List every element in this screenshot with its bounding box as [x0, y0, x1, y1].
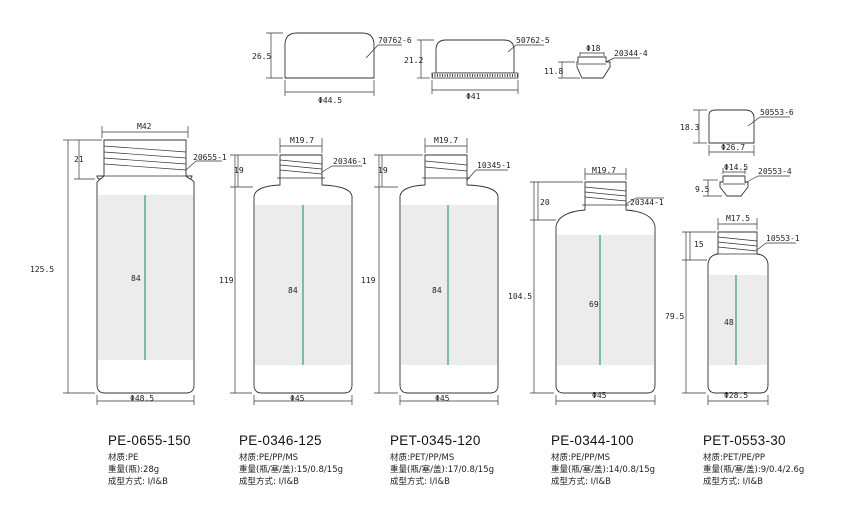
- material: 材质:PE: [108, 452, 138, 463]
- neck-thread: [716, 236, 759, 255]
- neck-size: M19.7: [434, 136, 458, 145]
- process: 成型方式: I/I&B: [703, 476, 763, 487]
- cap-20553-4: Φ14.5 9.5 20553-4: [695, 163, 792, 197]
- total-height: 125.5: [30, 265, 54, 274]
- bottle-pe-0655-150: 84 M42 21 125.5 Φ48.5 20655-1: [30, 122, 227, 405]
- neck-size: M42: [137, 122, 152, 131]
- bottle-pet-0345-120: 84 M19.7 19 119 Φ45 10345-1: [361, 136, 511, 405]
- neck-thread: [422, 160, 470, 179]
- model-name: PET-0345-120: [390, 433, 481, 448]
- model-name: PE-0344-100: [551, 433, 634, 448]
- cap-70762-6: 26.5 Φ44.5 70762-6: [252, 32, 412, 105]
- bottle-pe-0346-125: 84 M19.7 19 119 Φ45 20346-1: [219, 136, 367, 405]
- neck-code: 10345-1: [477, 161, 511, 170]
- neck-thread: [582, 186, 629, 206]
- cap-4-diameter: Φ26.7: [721, 143, 745, 152]
- neck-thread: [277, 159, 325, 179]
- label-height: 84: [131, 274, 141, 283]
- cap-5-height: 9.5: [695, 185, 710, 194]
- process: 成型方式: I/I&B: [551, 476, 611, 487]
- label-height: 69: [589, 300, 599, 309]
- neck-code: 10553-1: [766, 234, 800, 243]
- neck-code: 20346-1: [333, 157, 367, 166]
- cap-50762-5: 21.2 Φ41 50762-5: [404, 36, 550, 101]
- neck-size: M19.7: [290, 136, 314, 145]
- weight: 重量(瓶/塞/盖):15/0.8/15g: [239, 464, 343, 475]
- diameter: Φ45: [435, 394, 450, 403]
- material: 材质:PET/PE/PP: [703, 452, 765, 463]
- material: 材质:PE/PP/MS: [239, 452, 298, 463]
- material: 材质:PE/PP/MS: [551, 452, 610, 463]
- weight: 重量(瓶/塞/盖):9/0.4/2.6g: [703, 464, 804, 475]
- cap-3-diameter: Φ18: [586, 44, 601, 53]
- cap-50553-6: 18.3 Φ26.7 50553-6: [680, 108, 794, 156]
- spec-block-1: PE-0655-150 材质:PE 重量(瓶):28g 成型方式: I/I&B: [108, 433, 191, 487]
- diameter: Φ45: [290, 394, 305, 403]
- process: 成型方式: I/I&B: [239, 476, 299, 487]
- process: 成型方式: I/I&B: [108, 476, 168, 487]
- diameter: Φ48.5: [130, 394, 154, 403]
- neck-height: 20: [540, 198, 550, 207]
- cap-1-diameter: Φ44.5: [318, 96, 342, 105]
- neck-thread: [103, 145, 187, 177]
- cap-2-diameter: Φ41: [466, 92, 481, 101]
- weight: 重量(瓶/塞/盖):17/0.8/15g: [390, 464, 494, 475]
- spec-block-5: PET-0553-30 材质:PET/PE/PP 重量(瓶/塞/盖):9/0.4…: [703, 433, 804, 487]
- bottle-pet-0553-30: 48 M17.5 15 79.5 Φ28.5 10553-1: [665, 214, 800, 405]
- model-name: PE-0346-125: [239, 433, 322, 448]
- cap-20344-4: Φ18 11.8 20344-4: [544, 44, 648, 79]
- weight: 重量(瓶/塞/盖):14/0.8/15g: [551, 464, 655, 475]
- spec-block-4: PE-0344-100 材质:PE/PP/MS 重量(瓶/塞/盖):14/0.8…: [551, 433, 655, 487]
- total-height: 79.5: [665, 312, 684, 321]
- bottle-pe-0344-100: 69 M19.7 20 104.5 Φ45 20344-1: [508, 166, 664, 405]
- cap-5-diameter: Φ14.5: [724, 163, 748, 172]
- model-name: PE-0655-150: [108, 433, 191, 448]
- neck-height: 19: [378, 166, 388, 175]
- spec-block-3: PET-0345-120 材质:PET/PP/MS 重量(瓶/塞/盖):17/0…: [390, 433, 494, 487]
- diameter: Φ45: [592, 391, 607, 400]
- cap-2-height: 21.2: [404, 56, 423, 65]
- cap-4-code: 50553-6: [760, 108, 794, 117]
- neck-code: 20344-1: [630, 198, 664, 207]
- total-height: 119: [361, 276, 376, 285]
- model-name: PET-0553-30: [703, 433, 786, 448]
- label-height: 48: [724, 318, 734, 327]
- neck-size: M17.5: [726, 214, 750, 223]
- neck-size: M19.7: [592, 166, 616, 175]
- process: 成型方式: I/I&B: [390, 476, 450, 487]
- diameter: Φ28.5: [724, 391, 748, 400]
- weight: 重量(瓶):28g: [108, 464, 159, 475]
- total-height: 119: [219, 276, 234, 285]
- total-height: 104.5: [508, 292, 532, 301]
- neck-height: 19: [234, 166, 244, 175]
- cap-2-code: 50762-5: [516, 36, 550, 45]
- spec-block-2: PE-0346-125 材质:PE/PP/MS 重量(瓶/塞/盖):15/0.8…: [239, 433, 343, 487]
- cap-5-code: 20553-4: [758, 167, 792, 176]
- neck-height: 15: [694, 240, 704, 249]
- material: 材质:PET/PP/MS: [390, 452, 454, 463]
- label-height: 84: [432, 286, 442, 295]
- cap-4-height: 18.3: [680, 123, 699, 132]
- label-height: 84: [288, 286, 298, 295]
- cap-1-height: 26.5: [252, 52, 271, 61]
- cap-3-code: 20344-4: [614, 49, 648, 58]
- cap-1-code: 70762-6: [378, 36, 412, 45]
- cap-3-height: 11.8: [544, 67, 563, 76]
- neck-code: 20655-1: [193, 153, 227, 162]
- neck-height: 21: [74, 155, 84, 164]
